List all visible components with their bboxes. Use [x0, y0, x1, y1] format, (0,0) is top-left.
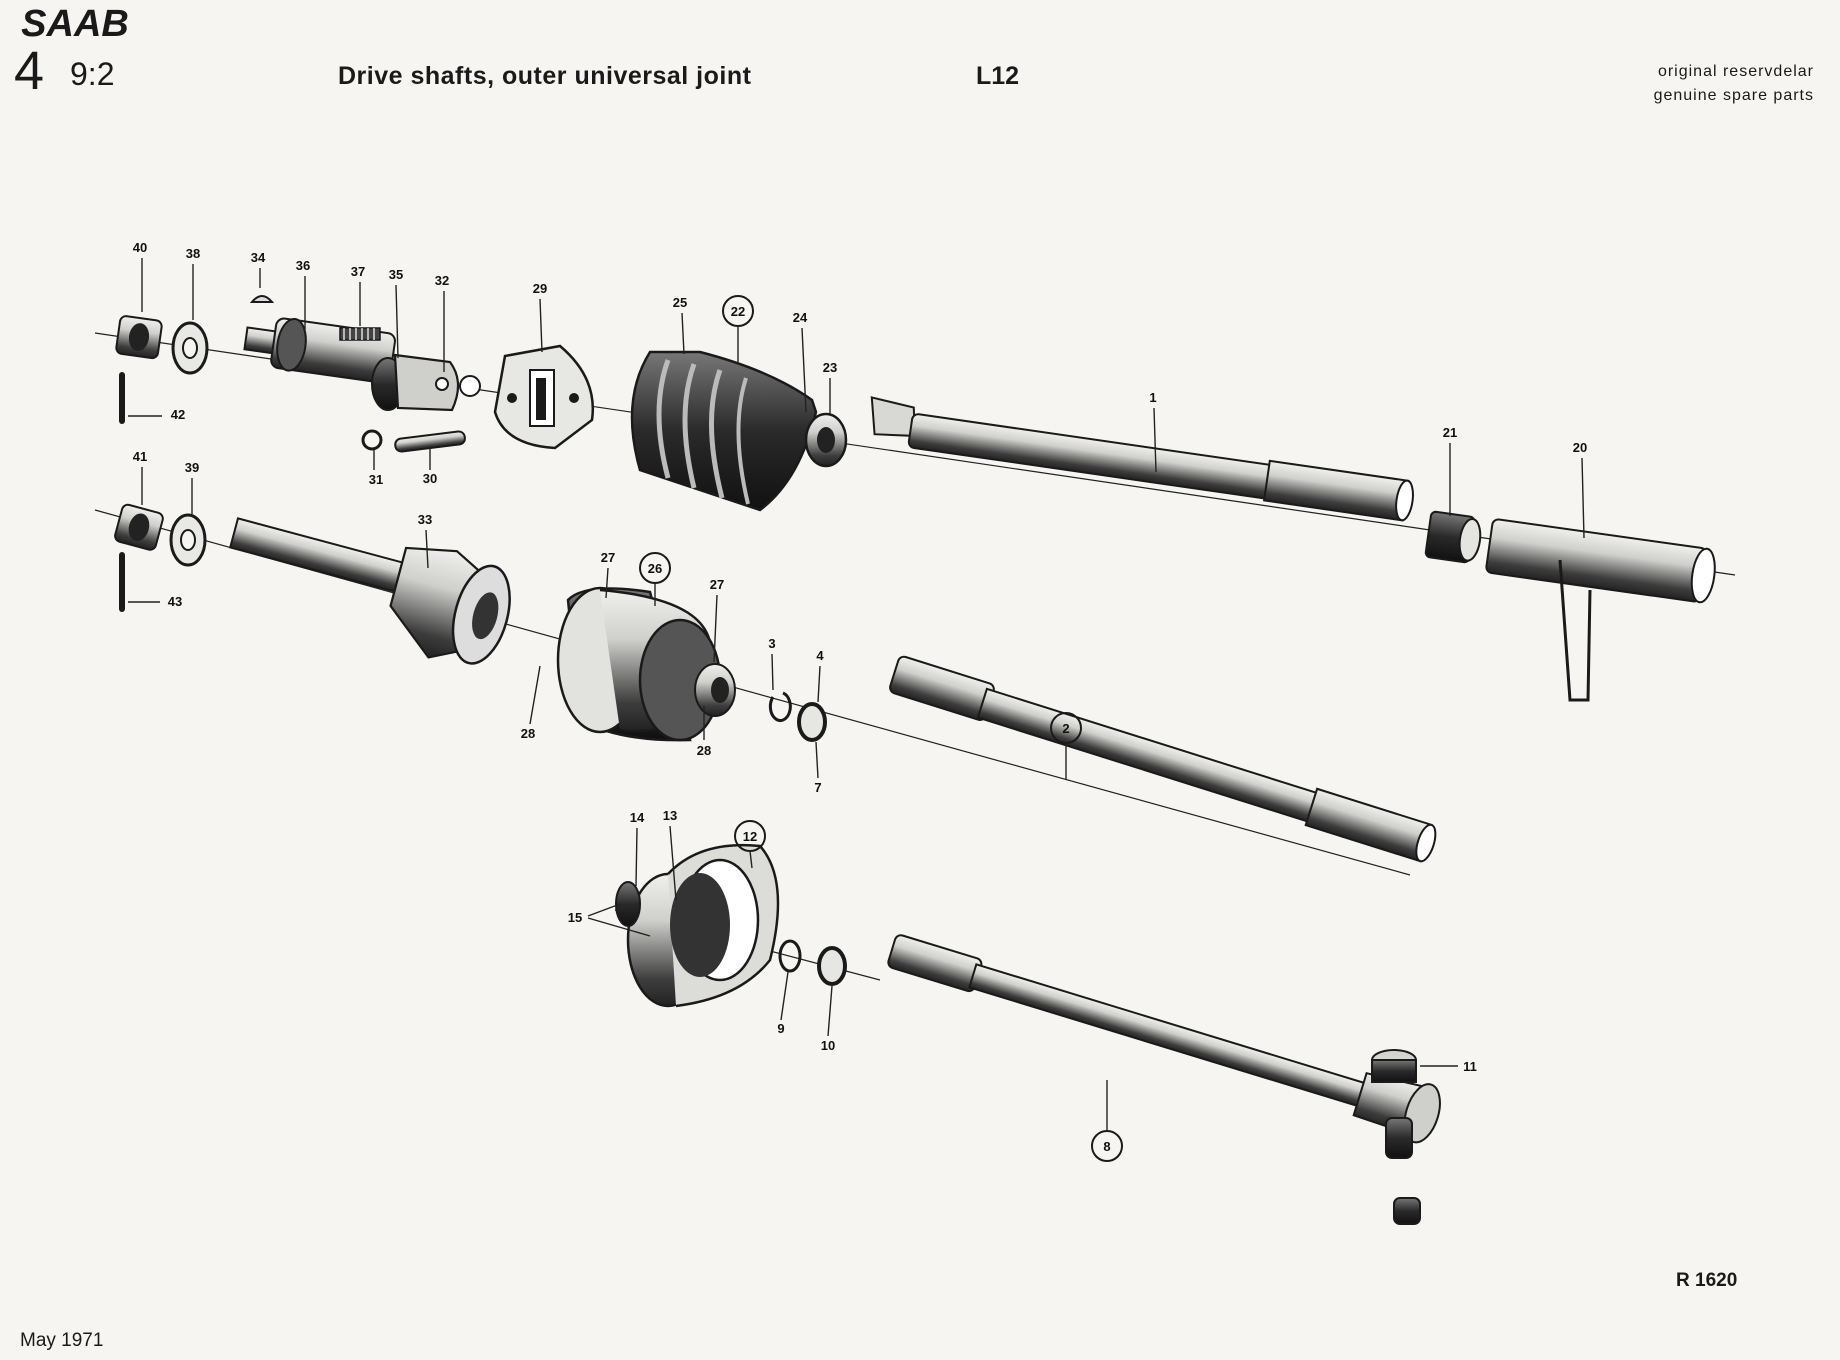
spring-37	[339, 327, 381, 341]
nut-41	[114, 503, 164, 551]
pin-30	[394, 430, 466, 453]
callout-36: 36	[296, 258, 310, 273]
flange-cup-12	[626, 843, 780, 1008]
bearing-10	[817, 946, 847, 986]
publication-date: May 1971	[20, 1330, 104, 1351]
drive-shaft-2	[889, 655, 1437, 863]
row-1-assembly	[94, 295, 1736, 702]
callout-22: 22	[731, 304, 745, 319]
callout-8: 8	[1103, 1139, 1110, 1154]
row-2-assembly	[94, 503, 1437, 876]
callout-24: 24	[793, 310, 808, 325]
callout-14: 14	[630, 810, 645, 825]
callout-30: 30	[423, 471, 437, 486]
page-title: Drive shafts, outer universal joint	[338, 62, 752, 90]
callout-38: 38	[186, 246, 200, 261]
rubber-boot-25	[630, 350, 818, 512]
callout-9: 9	[777, 1021, 784, 1036]
svg-text:SAAB: SAAB	[21, 3, 129, 45]
callout-41: 41	[133, 449, 147, 464]
callout-29: 29	[533, 281, 547, 296]
yoke-35	[371, 353, 481, 412]
yoke-end-8	[1385, 1117, 1413, 1159]
cap-11	[1371, 1049, 1417, 1083]
callout-27-right: 27	[710, 577, 724, 592]
reference-code: R 1620	[1676, 1270, 1738, 1291]
callout-25: 25	[673, 295, 687, 310]
section-number: 4	[14, 41, 45, 101]
tagline-swedish: original reservdelar	[1657, 63, 1814, 80]
sleeve-tool-20	[1485, 518, 1716, 604]
circlip-3	[768, 691, 792, 722]
bush-21	[1424, 510, 1482, 564]
callout-35: 35	[389, 267, 403, 282]
outer-joint-33	[228, 517, 511, 665]
callout-13: 13	[663, 808, 677, 823]
callout-42: 42	[171, 407, 185, 422]
seal-14	[615, 881, 641, 927]
cotter-pin-43	[119, 552, 125, 612]
callout-11: 11	[1463, 1059, 1477, 1074]
callout-34: 34	[251, 250, 266, 265]
callout-28-left: 28	[521, 726, 535, 741]
ring-9	[778, 939, 802, 973]
row-3-assembly	[614, 843, 1441, 1225]
nut-40	[115, 315, 163, 360]
section-subnumber: 9:2	[70, 56, 115, 92]
tagline: original reservdelar genuine spare parts	[1654, 60, 1814, 108]
callout-28-right: 28	[697, 743, 711, 758]
tagline-english: genuine spare parts	[1653, 87, 1814, 104]
callout-40: 40	[133, 240, 147, 255]
callout-15: 15	[568, 910, 582, 925]
callout-23: 23	[823, 360, 837, 375]
callout-27-left: 27	[601, 550, 615, 565]
callouts: 40 38 34 36 37 35 32 29 25 22 24 23 1 21…	[128, 240, 1587, 1162]
ring-4	[797, 702, 827, 742]
callout-1: 1	[1149, 390, 1156, 405]
callout-10: 10	[821, 1038, 835, 1053]
callout-37: 37	[351, 264, 365, 279]
joint-housing-26	[556, 586, 736, 742]
callout-7: 7	[814, 780, 821, 795]
model-code: L12	[976, 62, 1020, 90]
callout-31: 31	[369, 472, 383, 487]
key-34	[249, 295, 275, 303]
callout-20: 20	[1573, 440, 1587, 455]
callout-33: 33	[418, 512, 432, 527]
callout-26: 26	[648, 561, 662, 576]
saab-logo: SAAB	[21, 3, 129, 45]
callout-12: 12	[743, 829, 757, 844]
clip-31	[361, 429, 383, 451]
hook-20	[1558, 559, 1592, 702]
callout-2: 2	[1062, 721, 1069, 736]
callout-39: 39	[185, 460, 199, 475]
callout-32: 32	[435, 273, 449, 288]
joint-block-29	[493, 344, 595, 450]
drive-shaft-8	[887, 934, 1441, 1144]
callout-3: 3	[768, 636, 775, 651]
cotter-pin-42	[119, 372, 125, 424]
callout-43: 43	[168, 594, 182, 609]
callout-21: 21	[1443, 425, 1457, 440]
callout-4: 4	[816, 648, 824, 663]
yoke-end-8b	[1393, 1197, 1421, 1225]
